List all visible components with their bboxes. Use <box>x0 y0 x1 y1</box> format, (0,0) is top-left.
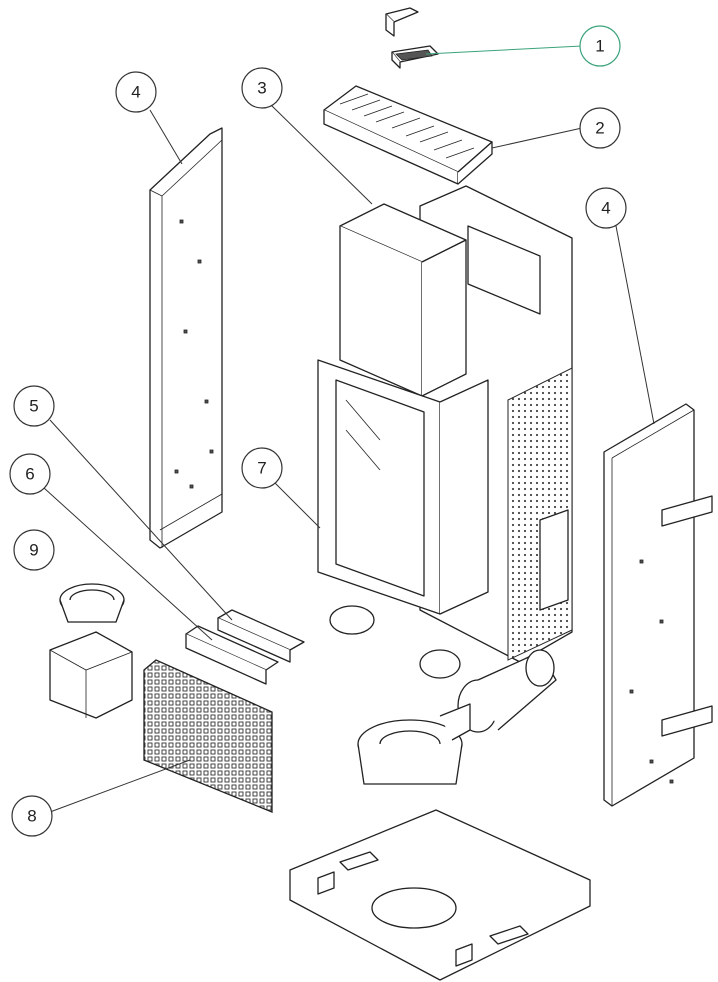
part-9-fan-ring <box>49 583 133 719</box>
callout-5: 5 <box>13 385 55 427</box>
callout-4-left: 4 <box>115 71 157 113</box>
callout-7-label: 7 <box>257 459 266 478</box>
callout-6-label: 6 <box>25 465 34 484</box>
callout-4-right: 4 <box>585 187 627 229</box>
leader-lines <box>43 45 655 813</box>
callout-2: 2 <box>579 107 621 149</box>
part-3-main-body <box>317 185 573 679</box>
callout-3: 3 <box>241 67 283 109</box>
part-4-left-side-panel <box>149 127 223 549</box>
part-2-top-grille <box>323 85 493 185</box>
base-plate <box>289 809 591 981</box>
callout-9: 9 <box>13 529 55 571</box>
callout-2-label: 2 <box>595 119 604 138</box>
burner-unit <box>357 703 471 785</box>
callout-3-label: 3 <box>257 79 266 98</box>
callout-8-label: 8 <box>27 807 36 826</box>
exhaust-pipe <box>457 649 557 733</box>
part-5-plate <box>217 609 305 663</box>
part-8-mesh-grille <box>143 659 273 813</box>
callout-4-left-label: 4 <box>131 83 140 102</box>
callout-6: 6 <box>9 453 51 495</box>
callout-7: 7 <box>241 447 283 489</box>
callout-9-label: 9 <box>29 541 38 560</box>
callout-5-label: 5 <box>29 397 38 416</box>
callout-1: 1 <box>579 25 621 67</box>
callout-4-right-label: 4 <box>601 199 610 218</box>
part-1-bracket <box>385 7 439 69</box>
callout-8: 8 <box>11 795 53 837</box>
callout-1-label: 1 <box>595 37 604 56</box>
part-4-right-side-panel <box>603 403 713 807</box>
